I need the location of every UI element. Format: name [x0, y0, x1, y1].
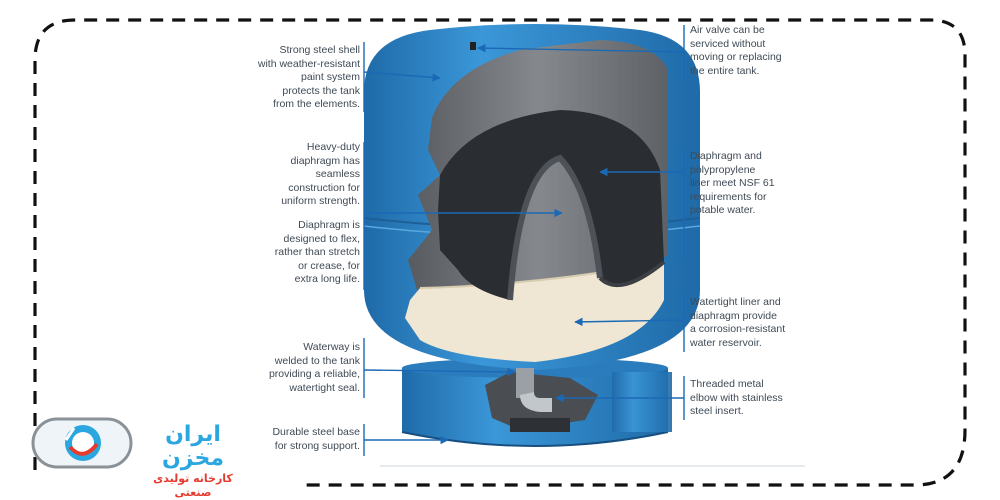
elbow-fitting — [485, 368, 598, 432]
leader-lines — [363, 25, 685, 456]
air-valve — [470, 42, 476, 50]
annotation-line: diaphragm has — [290, 154, 360, 167]
annotation-line: providing a reliable, — [268, 368, 360, 381]
diaphragm — [438, 110, 666, 301]
annotation-line: with weather-resistant — [257, 57, 360, 70]
annotation-steel-shell: Strong steel shell with weather-resistan… — [258, 44, 360, 112]
annotation-line: seamless — [315, 168, 360, 181]
logo-mark — [31, 417, 133, 469]
annotation-line: rather than stretch — [274, 246, 360, 259]
annotation-line: welded to the tank — [274, 354, 360, 367]
annotation-line: from the elements. — [273, 98, 360, 111]
annotation-line: polypropylene — [690, 163, 756, 176]
annotation-line: moving or replacing — [690, 51, 782, 64]
annotation-threaded-elbow: Threaded metal elbow with stainless stee… — [690, 378, 783, 419]
annotation-line: protects the tank — [282, 84, 360, 97]
annotation-line: designed to flex, — [283, 232, 360, 245]
annotation-line: potable water. — [690, 204, 756, 217]
annotation-line: requirements for — [690, 190, 767, 203]
annotation-line: Strong steel shell — [279, 44, 360, 56]
annotation-steel-base: Durable steel base for strong support. — [272, 426, 360, 453]
annotation-line: water reservoir. — [690, 336, 762, 349]
logo-subtitle: کارخانه تولیدی صنعتی — [153, 472, 233, 499]
annotation-line: elbow with stainless — [690, 391, 783, 404]
annotation-heavy-duty-diaphragm: Heavy-duty diaphragm has seamless constr… — [281, 141, 360, 209]
annotation-line: diaphragm provide — [690, 309, 777, 322]
logo: ایران مخزن کارخانه تولیدی صنعتی — [133, 423, 253, 500]
annotation-line: construction for — [288, 181, 360, 194]
annotation-line: the entire tank. — [690, 64, 760, 77]
annotation-diaphragm-flex: Diaphragm is designed to flex, rather th… — [275, 219, 360, 287]
annotation-watertight-liner: Watertight liner and diaphragm provide a… — [690, 296, 785, 350]
annotation-line: watertight seal. — [289, 381, 360, 394]
annotation-waterway: Waterway is welded to the tank providing… — [269, 341, 360, 395]
annotation-line: extra long life. — [294, 273, 360, 286]
annotation-line: serviced without — [690, 37, 766, 50]
annotation-line: for strong support. — [274, 439, 360, 452]
annotation-line: Waterway is — [303, 341, 360, 353]
annotation-line: liner meet NSF 61 — [690, 177, 775, 190]
annotation-line: Diaphragm and — [690, 150, 762, 162]
annotation-line: uniform strength. — [281, 195, 360, 208]
annotation-line: Air valve can be — [690, 24, 765, 36]
annotation-line: a corrosion-resistant — [690, 323, 786, 336]
annotation-air-valve: Air valve can be serviced without moving… — [690, 24, 782, 78]
annotation-line: Watertight liner and — [690, 296, 781, 308]
annotation-line: Durable steel base — [272, 426, 360, 438]
annotation-line: Diaphragm is — [298, 219, 360, 231]
annotation-line: or crease, for — [298, 259, 360, 272]
logo-title: ایران مخزن — [162, 422, 224, 471]
annotation-line: paint system — [301, 71, 360, 84]
annotation-line: Threaded metal — [690, 378, 764, 390]
annotation-line: Heavy-duty — [306, 141, 360, 153]
water-reservoir — [405, 262, 664, 362]
annotation-nsf-liner: Diaphragm and polypropylene liner meet N… — [690, 150, 775, 218]
annotation-line: steel insert. — [690, 405, 744, 418]
dashed-border — [33, 18, 967, 487]
